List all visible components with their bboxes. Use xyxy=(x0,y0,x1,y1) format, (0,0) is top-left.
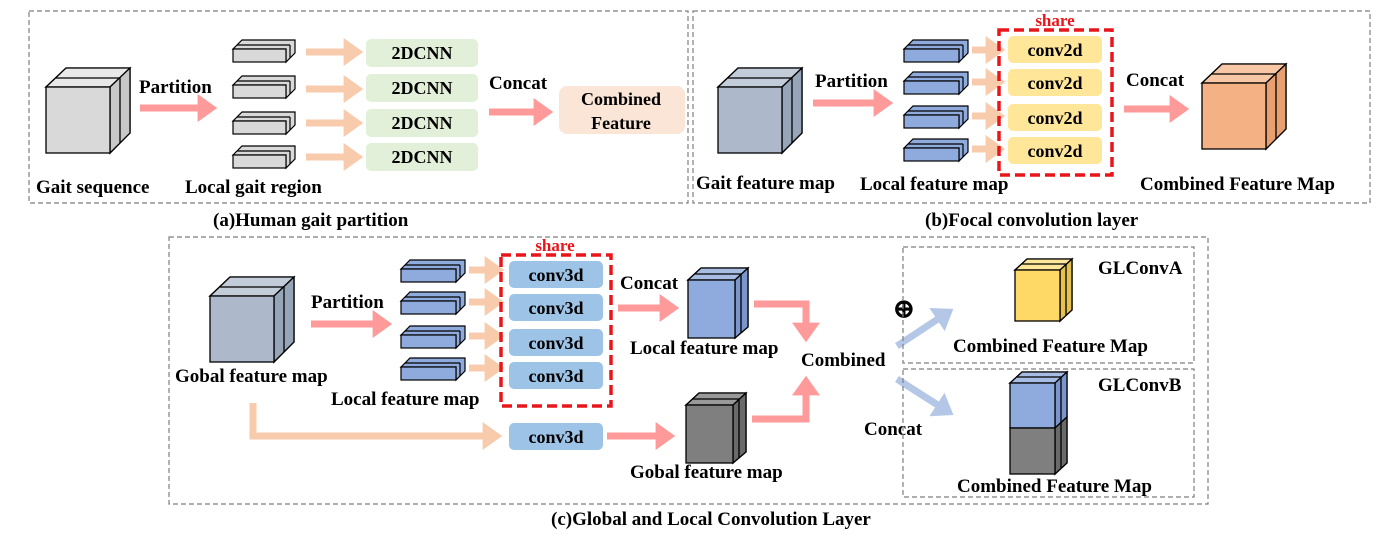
glconva-box xyxy=(902,246,1195,364)
conv2d-label: conv2d xyxy=(1027,40,1082,60)
to-glconvb-arrow xyxy=(895,376,954,417)
combined-feature-line1: Combined xyxy=(581,89,661,109)
panel-c-share-box xyxy=(499,253,613,408)
gait-region-slice xyxy=(231,39,296,64)
conv2d-box xyxy=(1008,137,1102,164)
global-to-combined-arrow xyxy=(752,375,820,423)
panel-b: Gait feature map Partition xyxy=(692,10,1371,231)
glconva-output-label: Combined Feature Map xyxy=(953,336,1148,357)
conv3d-box xyxy=(509,261,603,288)
panel-a-border xyxy=(28,10,689,204)
panel-b-concat-label: Concat xyxy=(1126,70,1185,91)
feature-slice xyxy=(902,138,969,163)
2dcnn-box xyxy=(366,109,478,137)
feature-slice xyxy=(902,105,969,130)
panel-c-concat-label: Concat xyxy=(620,273,679,294)
gait-region-slice xyxy=(231,111,296,136)
glconvb-box xyxy=(902,368,1195,498)
panel-b-share-box xyxy=(997,28,1114,177)
panel-b-output-label: Combined Feature Map xyxy=(1140,174,1335,195)
to-glconva-arrow xyxy=(895,307,954,349)
glconvb-output-label: Combined Feature Map xyxy=(957,476,1152,497)
conv3d-label: conv3d xyxy=(528,265,583,285)
glconva-cube xyxy=(1013,257,1074,323)
2dcnn-box xyxy=(366,39,478,67)
global-skip-arrow xyxy=(249,403,503,450)
feature-slice xyxy=(399,357,466,382)
panel-b-share-label: share xyxy=(1035,11,1075,30)
gait-sequence-cube xyxy=(44,66,132,155)
conv2d-box xyxy=(1008,69,1102,96)
panel-b-border xyxy=(692,10,1371,204)
global-conv3d-label: conv3d xyxy=(528,427,583,447)
conv2d-label: conv2d xyxy=(1027,108,1082,128)
glconva-label: GLConvA xyxy=(1098,258,1183,279)
panel-c-input-label: Gobal feature map xyxy=(175,366,328,387)
2dcnn-box xyxy=(366,143,478,171)
gait-region-slice xyxy=(231,145,296,170)
local-feature-map-stack xyxy=(902,39,969,163)
panel-b-partition-label: Partition xyxy=(815,71,888,92)
panel-b-local-feature-label: Local feature map xyxy=(860,174,1008,195)
feature-slice xyxy=(399,291,466,316)
panel-a: Gait sequence Partition xyxy=(28,10,689,231)
plus-operator-icon: ⊕ xyxy=(892,294,915,325)
global-conv3d-box xyxy=(509,423,603,450)
panel-c-concat2-label: Concat xyxy=(864,419,923,440)
panel-c: Gobal feature map Partition xyxy=(168,236,1209,530)
conv3d-label: conv3d xyxy=(528,298,583,318)
conv3d-label: conv3d xyxy=(528,333,583,353)
combined-feature-line2: Feature xyxy=(591,113,651,133)
panel-b-caption: (b)Focal convolution layer xyxy=(925,210,1139,231)
conv3d-box xyxy=(509,294,603,321)
2dcnn-label: 2DCNN xyxy=(392,43,453,63)
conv3d-box xyxy=(509,362,603,389)
conv2d-box xyxy=(1008,36,1102,63)
feature-slice xyxy=(902,71,969,96)
panel-c-border xyxy=(168,236,1209,505)
panel-c-local-label: Local feature map xyxy=(331,389,479,410)
2dcnn-label: 2DCNN xyxy=(392,78,453,98)
panel-a-caption: (a)Human gait partition xyxy=(213,210,409,231)
gait-feature-map-label: Gait feature map xyxy=(696,173,835,194)
panel-c-partition-label: Partition xyxy=(311,292,384,313)
feature-slice xyxy=(399,325,466,350)
2dcnn-box xyxy=(366,74,478,102)
conv2d-box xyxy=(1008,104,1102,131)
gait-feature-map-cube xyxy=(716,66,804,155)
combined-feature-box xyxy=(559,86,685,134)
2dcnn-label: 2DCNN xyxy=(392,113,453,133)
local-output-cube xyxy=(686,266,750,340)
glconvb-label: GLConvB xyxy=(1098,375,1182,396)
conv3d-label: conv3d xyxy=(528,366,583,386)
panel-c-caption: (c)Global and Local Convolution Layer xyxy=(551,509,871,530)
gait-region-slice xyxy=(231,75,296,100)
panel-c-share-label: share xyxy=(535,236,575,255)
gait-sequence-label: Gait sequence xyxy=(36,177,149,198)
conv2d-label: conv2d xyxy=(1027,73,1082,93)
local-to-combined-arrow xyxy=(754,300,820,343)
2dcnn-label: 2DCNN xyxy=(392,147,453,167)
panel-c-global-out-label: Gobal feature map xyxy=(630,462,783,483)
panel-c-local-stack xyxy=(399,259,466,382)
glconvb-cube xyxy=(1008,370,1069,476)
feature-slice xyxy=(399,259,466,284)
combined-label: Combined xyxy=(801,350,886,371)
panel-a-concat-label: Concat xyxy=(489,73,548,94)
local-gait-region-stack xyxy=(231,39,296,170)
panel-a-partition-label: Partition xyxy=(139,77,212,98)
global-feature-map-cube xyxy=(208,275,296,364)
conv2d-label: conv2d xyxy=(1027,141,1082,161)
global-output-cube xyxy=(684,391,748,465)
local-gait-region-label: Local gait region xyxy=(185,177,322,198)
combined-feature-map-cube xyxy=(1200,62,1288,151)
feature-slice xyxy=(902,39,969,64)
conv3d-box xyxy=(509,329,603,356)
panel-c-local-out-label: Local feature map xyxy=(630,338,778,359)
